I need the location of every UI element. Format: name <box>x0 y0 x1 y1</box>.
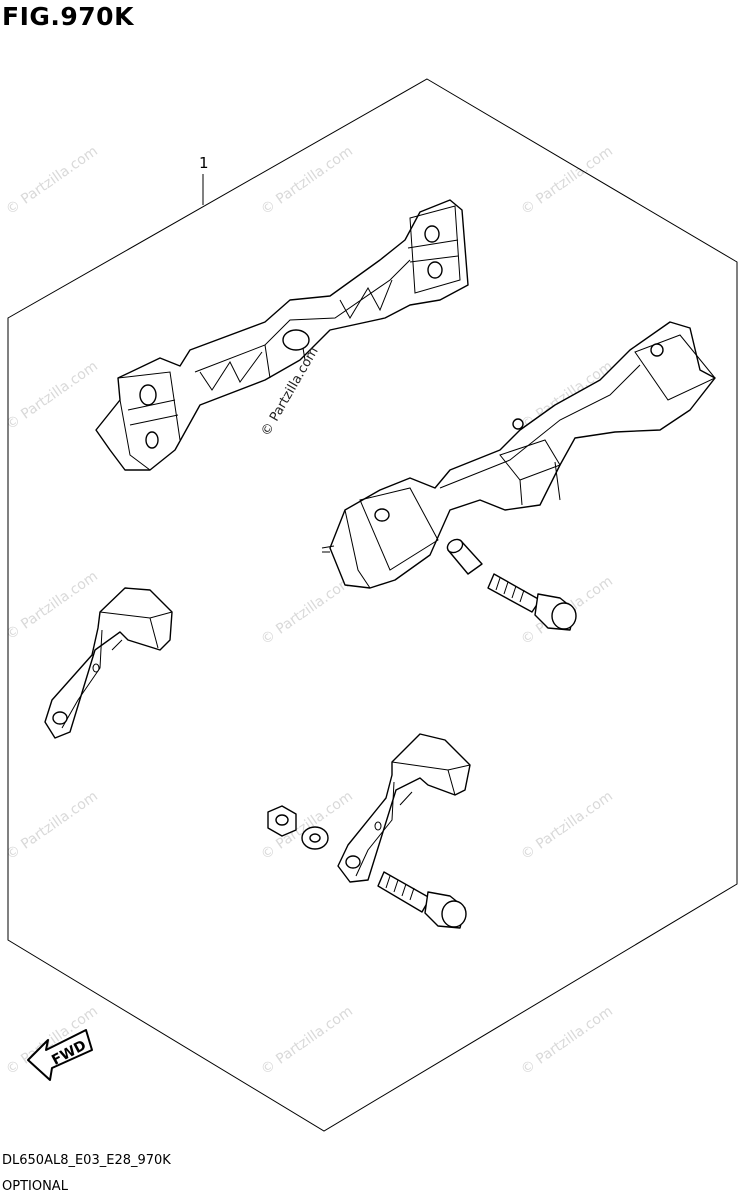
washer <box>301 826 329 850</box>
watermark: © Partzilla.com <box>518 143 616 218</box>
bolt-upper <box>487 573 577 631</box>
watermark: © Partzilla.com <box>518 788 616 863</box>
stay-right <box>337 733 471 883</box>
callout-number: 1 <box>199 154 209 172</box>
watermark: © Partzilla.com <box>258 1003 356 1078</box>
watermark: © Partzilla.com <box>518 1003 616 1078</box>
nut <box>267 805 297 837</box>
kit-outline <box>7 78 738 1132</box>
watermark: © Partzilla.com <box>3 143 101 218</box>
bracket-upper <box>95 199 469 471</box>
stay-left <box>44 587 173 739</box>
watermark: © Partzilla.com <box>3 788 101 863</box>
figure-description: OPTIONAL <box>2 1179 68 1194</box>
callout-1: 1 <box>199 154 209 205</box>
bolt-lower <box>377 871 467 929</box>
watermark: © Partzilla.com <box>258 143 356 218</box>
figure-title: FIG.970K <box>2 2 134 31</box>
watermark: © Partzilla.com <box>258 573 356 648</box>
bracket-lower <box>321 321 716 589</box>
collar <box>446 538 483 575</box>
watermark: © Partzilla.com <box>3 358 101 433</box>
model-code: DL650AL8_E03_E28_970K <box>2 1153 171 1168</box>
watermarks: © Partzilla.com © Partzilla.com © Partzi… <box>3 143 616 1078</box>
watermark: © Partzilla.com <box>3 568 101 643</box>
